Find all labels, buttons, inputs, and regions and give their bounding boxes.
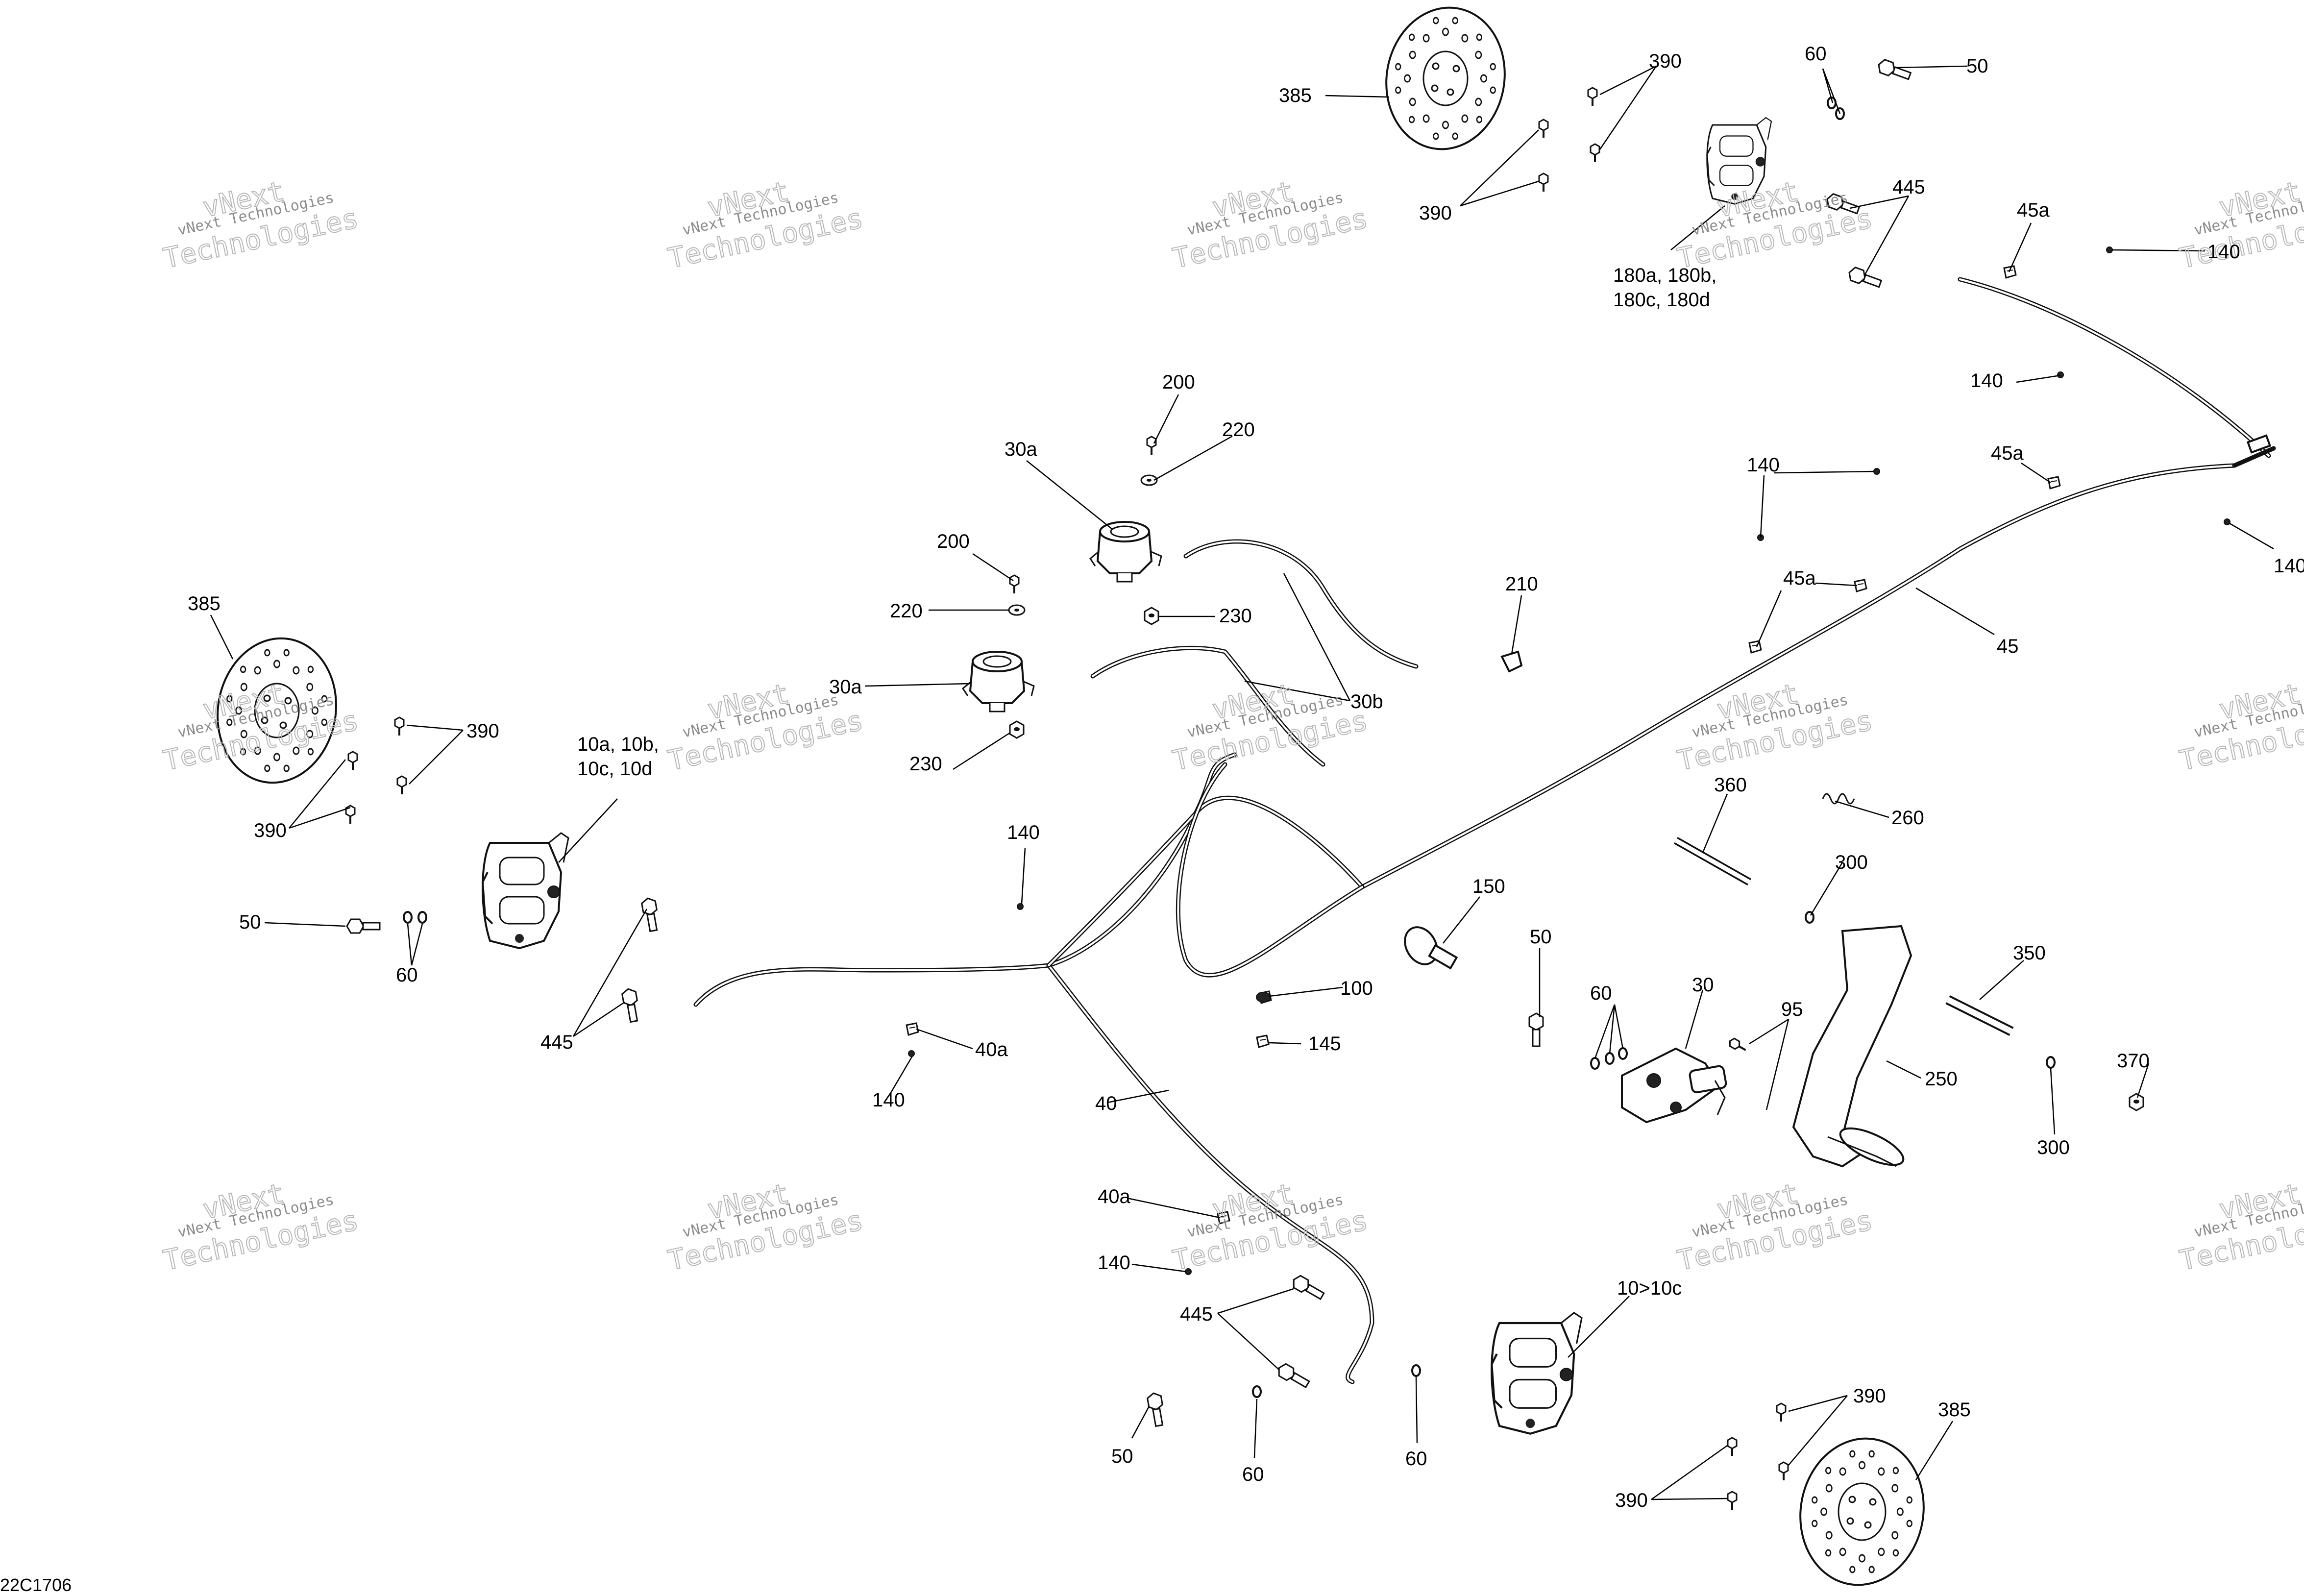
callout-445: 445	[540, 1031, 573, 1053]
screw-200-top	[1146, 436, 1157, 456]
screw-200-mid	[1009, 574, 1020, 594]
callout-45a: 45a	[1991, 442, 2024, 464]
callout-145: 145	[1308, 1033, 1341, 1055]
callout-50: 50	[1530, 926, 1552, 948]
callout-60: 60	[396, 964, 418, 986]
callout-200: 200	[937, 531, 970, 552]
callout-40: 40	[1095, 1093, 1117, 1114]
callout-390: 390	[254, 820, 287, 841]
callout-10: 10c, 10d	[577, 758, 652, 780]
brake-caliper-left	[482, 832, 569, 949]
callout-60: 60	[1805, 43, 1827, 65]
callout-390: 390	[1853, 1385, 1886, 1407]
switch-150	[1404, 926, 1458, 970]
callout-140: 140	[1007, 822, 1040, 843]
callout-140: 140	[2207, 241, 2240, 263]
callout-10: 10a, 10b,	[577, 734, 659, 755]
callout-260: 260	[1891, 807, 1924, 829]
callout-140: 140	[1747, 454, 1780, 476]
callout-140: 140	[2274, 555, 2304, 577]
callout-350: 350	[2013, 942, 2046, 964]
bracket-210	[1500, 650, 1523, 673]
callout-45a: 45a	[2017, 199, 2050, 221]
callout-60: 60	[1405, 1448, 1427, 1470]
callout-140: 140	[1098, 1252, 1130, 1274]
callout-60: 60	[1242, 1464, 1264, 1485]
callout-40a: 40a	[975, 1039, 1008, 1060]
nut-230-top	[1144, 607, 1159, 625]
callout-385: 385	[1279, 85, 1312, 106]
callout-390: 390	[1649, 50, 1682, 72]
callout-250: 250	[1925, 1068, 1958, 1090]
callout-445: 445	[1892, 176, 1925, 198]
callout-50: 50	[1111, 1446, 1133, 1467]
spring-260	[1822, 793, 1855, 805]
callout-60: 60	[1590, 982, 1612, 1004]
callout-labels: 385 390 390 60 50 445 180a, 180b, 180c, …	[188, 43, 2304, 1511]
callout-385: 385	[1938, 1399, 1971, 1421]
callout-300: 300	[1835, 852, 1868, 873]
reservoir-30a-mid	[962, 651, 1035, 712]
callout-140: 140	[872, 1089, 905, 1111]
callout-360: 360	[1714, 774, 1747, 796]
reservoir-30a-top	[1089, 521, 1162, 583]
bolts-390	[345, 87, 1789, 1511]
brake-disc-top	[1385, 6, 1506, 150]
watermarks: vNext Technologies vNext Technologies vN…	[160, 175, 2304, 1277]
callout-45a: 45a	[1783, 567, 1816, 589]
callout-200: 200	[1162, 371, 1195, 393]
callout-220: 220	[1222, 419, 1255, 441]
brake-line-45	[1360, 277, 2276, 889]
washer-220-mid	[1008, 604, 1026, 616]
callout-390: 390	[1615, 1490, 1648, 1511]
brake-line-30b	[1090, 539, 1419, 767]
callout-30a: 30a	[1005, 439, 1037, 460]
callout-385: 385	[188, 593, 221, 614]
brake-caliper-bottom	[1492, 1313, 1582, 1434]
callout-40a: 40a	[1098, 1186, 1130, 1207]
callout-50: 50	[1966, 55, 1988, 77]
pin-360	[1674, 837, 1751, 885]
bolt-95	[1726, 1036, 1749, 1055]
callout-230: 230	[1219, 605, 1252, 627]
callout-100: 100	[1340, 978, 1373, 999]
callout-50: 50	[239, 911, 261, 933]
leader-lines	[210, 65, 2274, 1500]
fitting-100	[1256, 992, 1271, 1003]
callout-30: 30	[1692, 974, 1714, 996]
callout-150: 150	[1472, 876, 1505, 897]
diagram-code: 22C1706	[0, 1575, 72, 1595]
clips	[906, 246, 2230, 1275]
callout-230: 230	[909, 753, 942, 775]
pin-350	[1945, 995, 2014, 1036]
callout-390: 390	[466, 720, 499, 742]
callout-140: 140	[1970, 370, 2003, 392]
master-cylinder-30	[1621, 1047, 1727, 1124]
callout-300: 300	[2037, 1137, 2070, 1158]
nut-230-mid	[1009, 720, 1025, 739]
callout-220: 220	[890, 600, 923, 622]
callout-390: 390	[1419, 202, 1452, 224]
callout-210: 210	[1505, 573, 1538, 595]
callout-445: 445	[1180, 1303, 1213, 1325]
callout-30b: 30b	[1350, 691, 1383, 712]
brake-disc-left	[217, 637, 337, 784]
callout-10: 10>10c	[1617, 1277, 1682, 1299]
brake-pedal-250	[1792, 925, 1912, 1168]
nut-370	[2129, 1093, 2144, 1111]
callout-180: 180c, 180d	[1613, 289, 1710, 311]
callout-30a: 30a	[829, 676, 862, 698]
callout-95: 95	[1781, 999, 1803, 1020]
callout-45: 45	[1997, 636, 2019, 657]
brake-disc-bottom	[1799, 1437, 1925, 1586]
callout-180: 180a, 180b,	[1613, 265, 1716, 286]
brake-line-40	[693, 752, 1374, 1384]
callout-370: 370	[2117, 1050, 2150, 1072]
